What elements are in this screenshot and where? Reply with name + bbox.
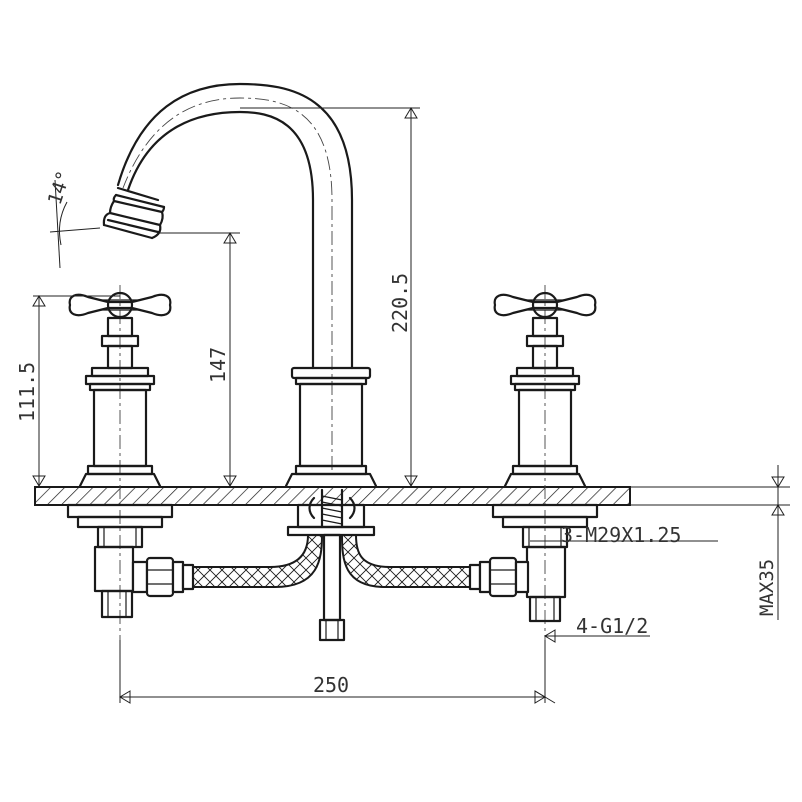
- spout: [102, 82, 378, 488]
- dim-connections: 4-G1/2: [576, 614, 648, 638]
- threaded-shank: [308, 488, 356, 529]
- dim-111-5: 111.5: [15, 362, 39, 422]
- hoses: [131, 534, 530, 598]
- dimension-lines: [32, 107, 790, 704]
- dim-147: 147: [206, 347, 230, 383]
- dim-max35: MAX35: [756, 559, 778, 616]
- dim-angle: 14°: [44, 168, 76, 207]
- left-hose-nut: [131, 556, 195, 598]
- dim-220-5: 220.5: [388, 273, 412, 333]
- dimension-labels: 220.5 147 111.5 250 MAX35 3-M29X1.25 4-G…: [15, 168, 778, 697]
- center-mount: [286, 488, 376, 642]
- right-hose-nut: [468, 556, 530, 598]
- countertop: [34, 486, 631, 506]
- dim-thread: 3-M29X1.25: [561, 523, 681, 547]
- spout-aerator: [102, 186, 166, 240]
- dim-250: 250: [313, 673, 349, 697]
- right-valve-handle: [491, 285, 599, 640]
